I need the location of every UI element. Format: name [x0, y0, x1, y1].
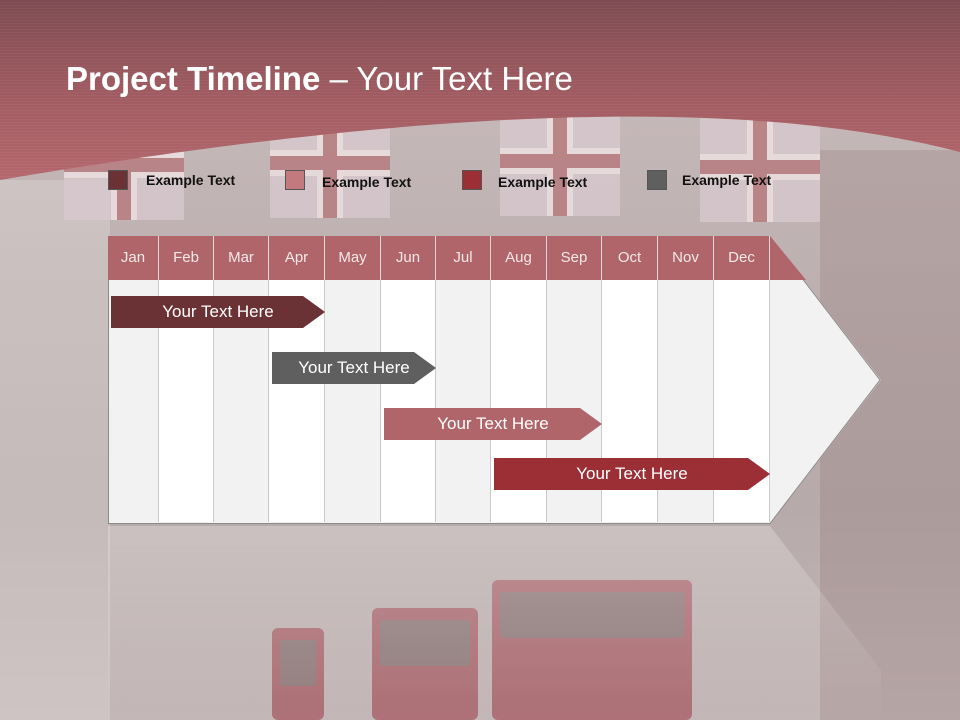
month-label-oct: Oct: [602, 236, 658, 280]
task-bar-2[interactable]: Your Text Here: [272, 352, 436, 384]
month-label-sep: Sep: [547, 236, 602, 280]
month-label-nov: Nov: [658, 236, 714, 280]
legend-swatch: [108, 170, 128, 190]
month-label-jan: Jan: [108, 236, 159, 280]
month-label-feb: Feb: [159, 236, 214, 280]
month-label-jul: Jul: [436, 236, 491, 280]
timeline-reflection: [108, 526, 881, 720]
legend-label: Example Text: [322, 174, 412, 190]
month-label-mar: Mar: [214, 236, 269, 280]
legend-label: Example Text: [682, 172, 772, 188]
month-label-aug: Aug: [491, 236, 547, 280]
task-bar-1[interactable]: Your Text Here: [111, 296, 325, 328]
month-column-jul: [436, 236, 491, 522]
legend-swatch: [285, 170, 305, 190]
month-label-apr: Apr: [269, 236, 325, 280]
legend-swatch: [647, 170, 667, 190]
slide-title[interactable]: Project Timeline – Your Text Here: [66, 60, 573, 98]
month-column-mar: [214, 236, 269, 522]
legend-swatch: [462, 170, 482, 190]
task-bar-3[interactable]: Your Text Here: [384, 408, 602, 440]
month-column-feb: [159, 236, 214, 522]
month-column-sep: [547, 236, 602, 522]
month-label-dec: Dec: [714, 236, 770, 280]
month-label-jun: Jun: [381, 236, 436, 280]
title-bold: Project Timeline: [66, 60, 321, 97]
month-label-may: May: [325, 236, 381, 280]
title-rest: – Your Text Here: [320, 60, 573, 97]
month-column-jan: [108, 236, 159, 522]
task-bar-4[interactable]: Your Text Here: [494, 458, 770, 490]
legend-label: Example Text: [498, 174, 588, 190]
month-column-nov: [658, 236, 714, 522]
legend-label: Example Text: [146, 172, 236, 188]
